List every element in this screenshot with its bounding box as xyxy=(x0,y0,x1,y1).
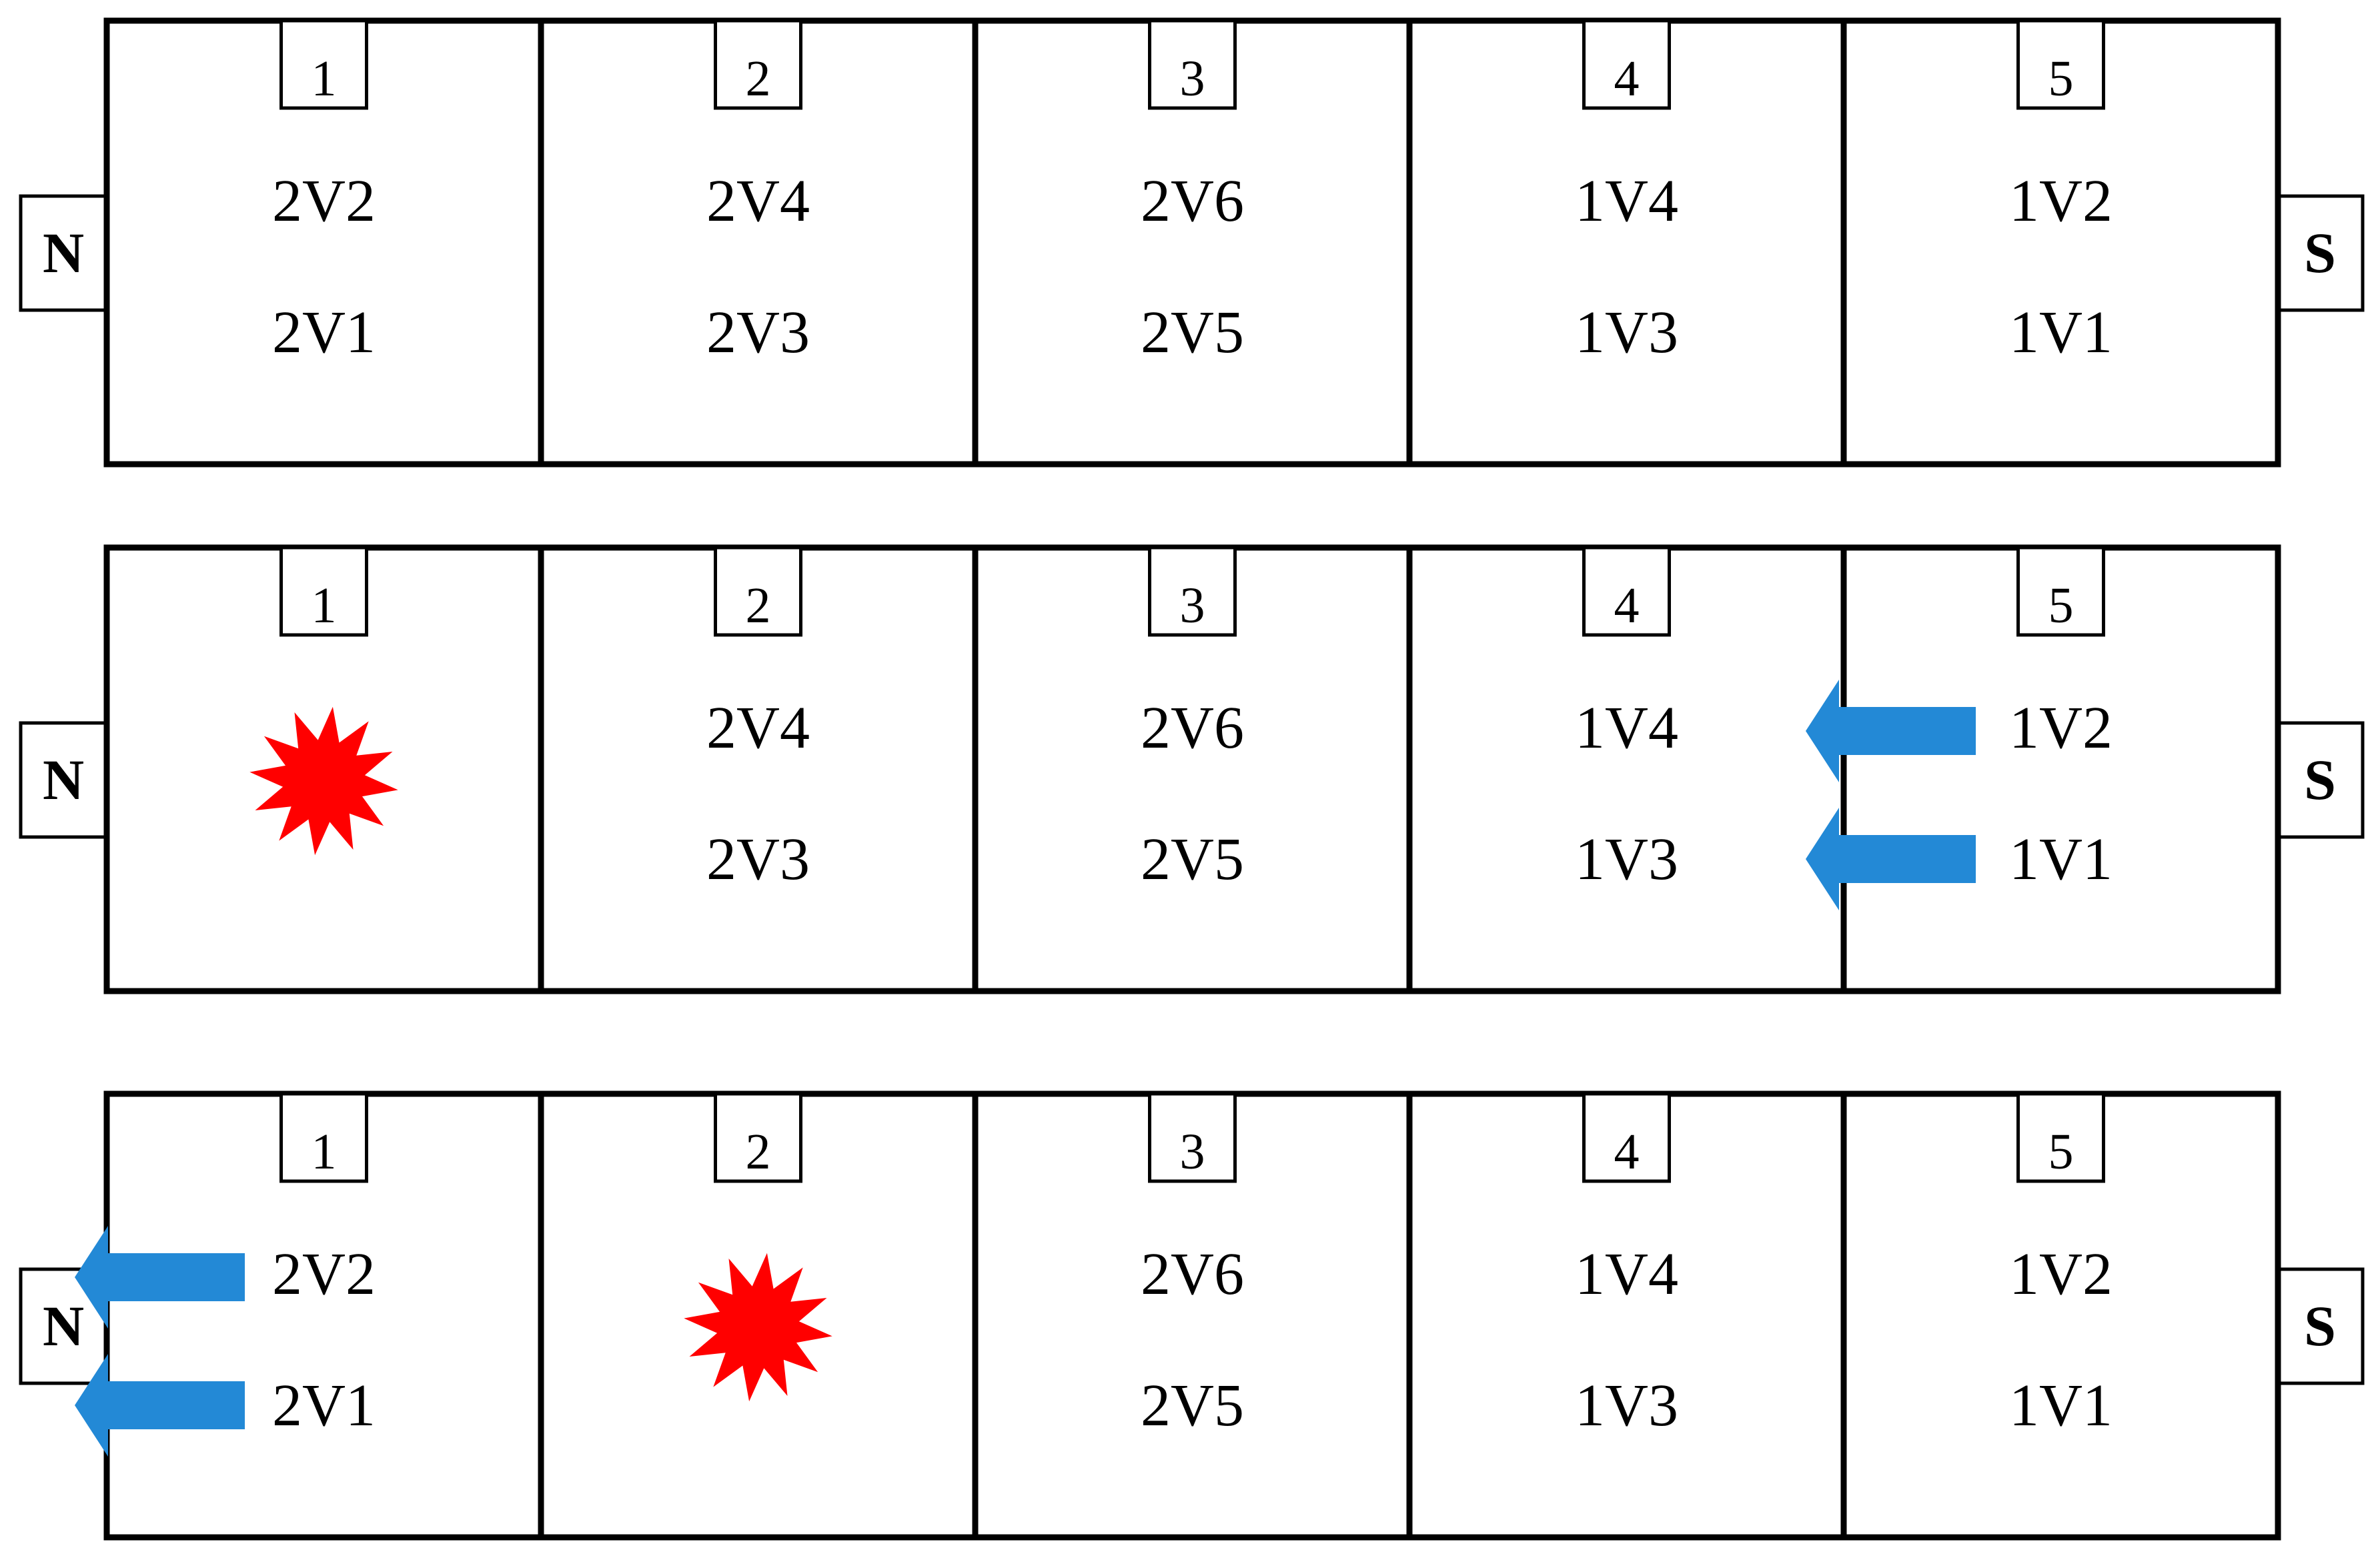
car-number-tab xyxy=(714,546,802,637)
vehicle-label-bottom: 2V5 xyxy=(1141,299,1244,365)
vehicle-label-top: 1V2 xyxy=(2009,1241,2113,1307)
vehicle-label-bottom: 1V1 xyxy=(2009,1373,2113,1439)
vehicle-label-top: 1V2 xyxy=(2009,168,2113,234)
car-number-tab xyxy=(2016,19,2105,110)
vehicle-label-top: 2V4 xyxy=(706,695,810,761)
vehicle-label-top: 2V4 xyxy=(706,168,810,234)
vehicle-label-bottom: 2V1 xyxy=(272,1373,376,1439)
car-number: 3 xyxy=(1180,1124,1205,1180)
north-end-label: N xyxy=(43,1294,84,1358)
vehicle-label-top: 2V6 xyxy=(1141,1241,1244,1307)
vehicle-label-top: 1V4 xyxy=(1575,1241,1678,1307)
car-cell: 5 1V2 1V1 xyxy=(1806,546,2113,910)
car-cell: 3 2V6 2V5 xyxy=(1141,1092,1244,1439)
arrow-left-icon xyxy=(75,1226,245,1329)
car-cell: 1 2V2 2V1 xyxy=(272,19,376,365)
car-cell: 2 xyxy=(684,1092,832,1402)
north-end-label: N xyxy=(43,748,84,812)
car-number: 1 xyxy=(312,578,337,634)
arrow-left-icon xyxy=(1806,680,1976,782)
car-number-tab xyxy=(1582,546,1671,637)
car-cell: 4 1V4 1V3 xyxy=(1575,1092,1678,1439)
vehicle-label-top: 2V2 xyxy=(272,168,376,234)
south-end: S xyxy=(2276,194,2365,312)
car-cell: 1 2V2 2V1 xyxy=(75,1092,376,1457)
car-number: 1 xyxy=(312,51,337,107)
car-number: 4 xyxy=(1614,578,1640,634)
vehicle-label-bottom: 2V3 xyxy=(706,299,810,365)
car-number: 2 xyxy=(746,1124,771,1180)
vehicle-label-bottom: 2V5 xyxy=(1141,1373,1244,1439)
car-cell: 2 2V4 2V3 xyxy=(706,19,810,365)
car-number-tab xyxy=(279,1092,368,1183)
arrow-left-icon xyxy=(1806,808,1976,910)
explosion-icon xyxy=(249,706,398,856)
car-number-tab xyxy=(1582,1092,1671,1183)
vehicle-label-bottom: 2V5 xyxy=(1141,826,1244,892)
car-number-tab xyxy=(1148,546,1237,637)
car-cell: 4 1V4 1V3 xyxy=(1575,19,1678,365)
car-number-tab xyxy=(2016,1092,2105,1183)
vehicle-label-top: 2V2 xyxy=(272,1241,376,1307)
vehicle-label-bottom: 1V3 xyxy=(1575,1373,1678,1439)
north-end-box xyxy=(19,194,109,312)
car-cell: 3 2V6 2V5 xyxy=(1141,546,1244,892)
north-end: N xyxy=(19,1267,109,1385)
car-number: 1 xyxy=(312,1124,337,1180)
car-cell: 1 xyxy=(249,546,398,856)
car-cell: 2 2V4 2V3 xyxy=(706,546,810,892)
train-row: N S 1 2V2 2V1 2 2V4 2V3 3 2V6 2V5 4 1V4 1V3 5 1V2 1V1 xyxy=(19,17,2365,468)
car-number: 2 xyxy=(746,51,771,107)
vehicle-label-bottom: 2V3 xyxy=(706,826,810,892)
south-end-box xyxy=(2276,1267,2365,1385)
car-number-tab xyxy=(2016,546,2105,637)
car-number: 5 xyxy=(2048,1124,2074,1180)
south-end: S xyxy=(2276,721,2365,839)
south-end-label: S xyxy=(2304,1294,2336,1358)
car-cell: 5 1V2 1V1 xyxy=(2009,1092,2113,1439)
car-number: 3 xyxy=(1180,578,1205,634)
train-row: N S 1 2 2V4 2V3 3 2V6 2V5 4 1V4 1V3 5 1V2 1V1 xyxy=(19,544,2365,994)
car-number-tab xyxy=(279,546,368,637)
car-number-tab xyxy=(1582,19,1671,110)
car-number: 5 xyxy=(2048,51,2074,107)
vehicle-label-bottom: 1V1 xyxy=(2009,826,2113,892)
south-end-box xyxy=(2276,194,2365,312)
vehicle-label-bottom: 1V3 xyxy=(1575,826,1678,892)
car-number-tab xyxy=(714,1092,802,1183)
car-cell: 3 2V6 2V5 xyxy=(1141,19,1244,365)
vehicle-label-top: 1V4 xyxy=(1575,168,1678,234)
north-end-box xyxy=(19,1267,109,1385)
vehicle-label-bottom: 1V3 xyxy=(1575,299,1678,365)
vehicle-label-bottom: 2V1 xyxy=(272,299,376,365)
south-end-box xyxy=(2276,721,2365,839)
car-number: 5 xyxy=(2048,578,2074,634)
car-number-tab xyxy=(714,19,802,110)
vehicle-label-top: 1V2 xyxy=(2009,695,2113,761)
car-number: 4 xyxy=(1614,1124,1640,1180)
car-number-tab xyxy=(1148,19,1237,110)
south-end-label: S xyxy=(2304,221,2336,285)
explosion-icon xyxy=(684,1253,832,1402)
car-number-tab xyxy=(279,19,368,110)
car-cell: 5 1V2 1V1 xyxy=(2009,19,2113,365)
train-row: N S 1 2V2 2V1 2 3 2V6 2V5 4 1V4 1V3 5 1V2 1V1 xyxy=(19,1090,2365,1541)
vehicle-label-top: 2V6 xyxy=(1141,168,1244,234)
north-end-label: N xyxy=(43,221,84,285)
vehicle-label-top: 1V4 xyxy=(1575,695,1678,761)
car-number-tab xyxy=(1148,1092,1237,1183)
car-number: 2 xyxy=(746,578,771,634)
car-number: 4 xyxy=(1614,51,1640,107)
north-end: N xyxy=(19,721,109,839)
car-cell: 4 1V4 1V3 xyxy=(1575,546,1678,892)
arrow-left-icon xyxy=(75,1354,245,1457)
car-number: 3 xyxy=(1180,51,1205,107)
north-end: N xyxy=(19,194,109,312)
vehicle-label-bottom: 1V1 xyxy=(2009,299,2113,365)
south-end: S xyxy=(2276,1267,2365,1385)
south-end-label: S xyxy=(2304,748,2336,812)
vehicle-label-top: 2V6 xyxy=(1141,695,1244,761)
